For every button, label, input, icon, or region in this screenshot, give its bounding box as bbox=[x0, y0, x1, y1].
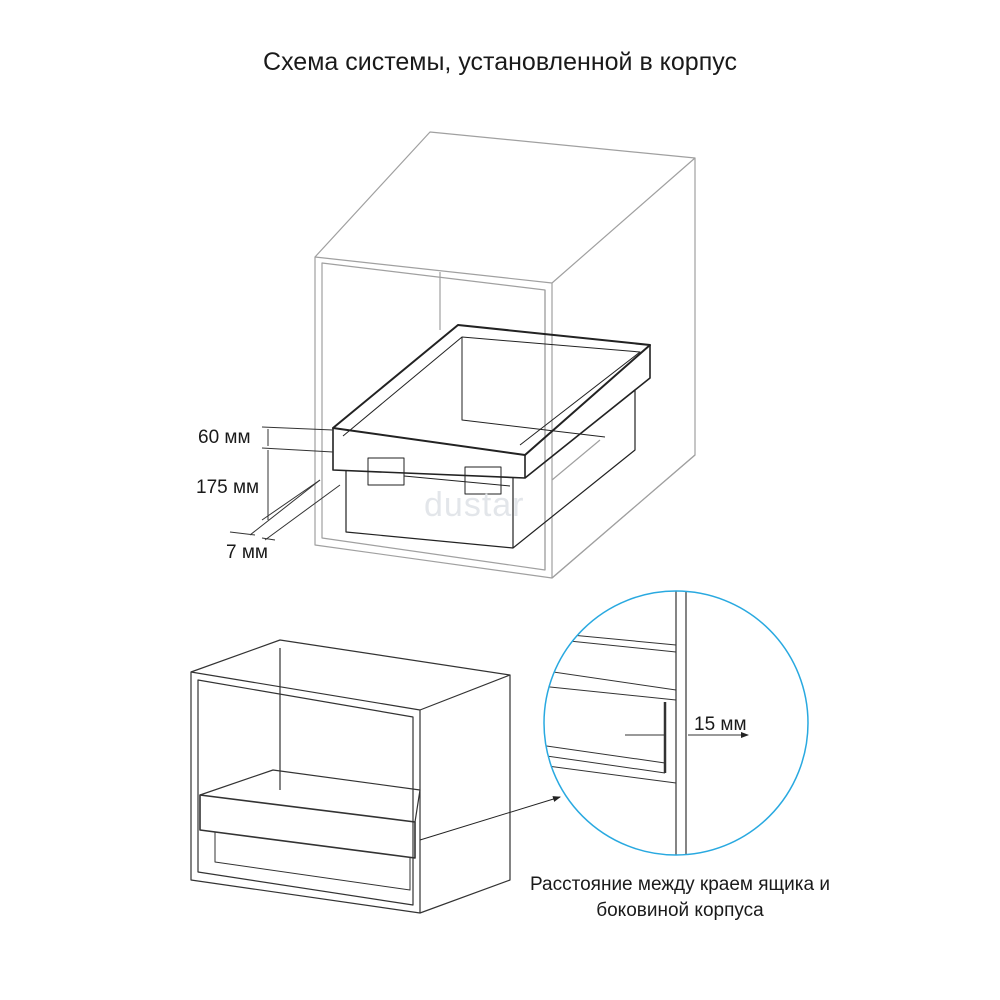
caption: Расстояние между краем ящика и боковиной… bbox=[530, 874, 830, 921]
drawer-top bbox=[332, 324, 651, 549]
page-title: Схема системы, установленной в корпус bbox=[263, 48, 737, 76]
callout-arrow bbox=[419, 796, 561, 841]
dimension-175: 175 мм bbox=[196, 477, 260, 498]
dimension-7: 7 мм bbox=[226, 542, 268, 563]
watermark: dustar bbox=[424, 486, 525, 524]
dimension-lines bbox=[229, 426, 341, 541]
dimension-15: 15 мм bbox=[694, 714, 747, 735]
cabinet-bottom bbox=[190, 639, 511, 914]
dimension-60: 60 мм bbox=[198, 427, 251, 448]
callout-detail bbox=[543, 590, 809, 856]
